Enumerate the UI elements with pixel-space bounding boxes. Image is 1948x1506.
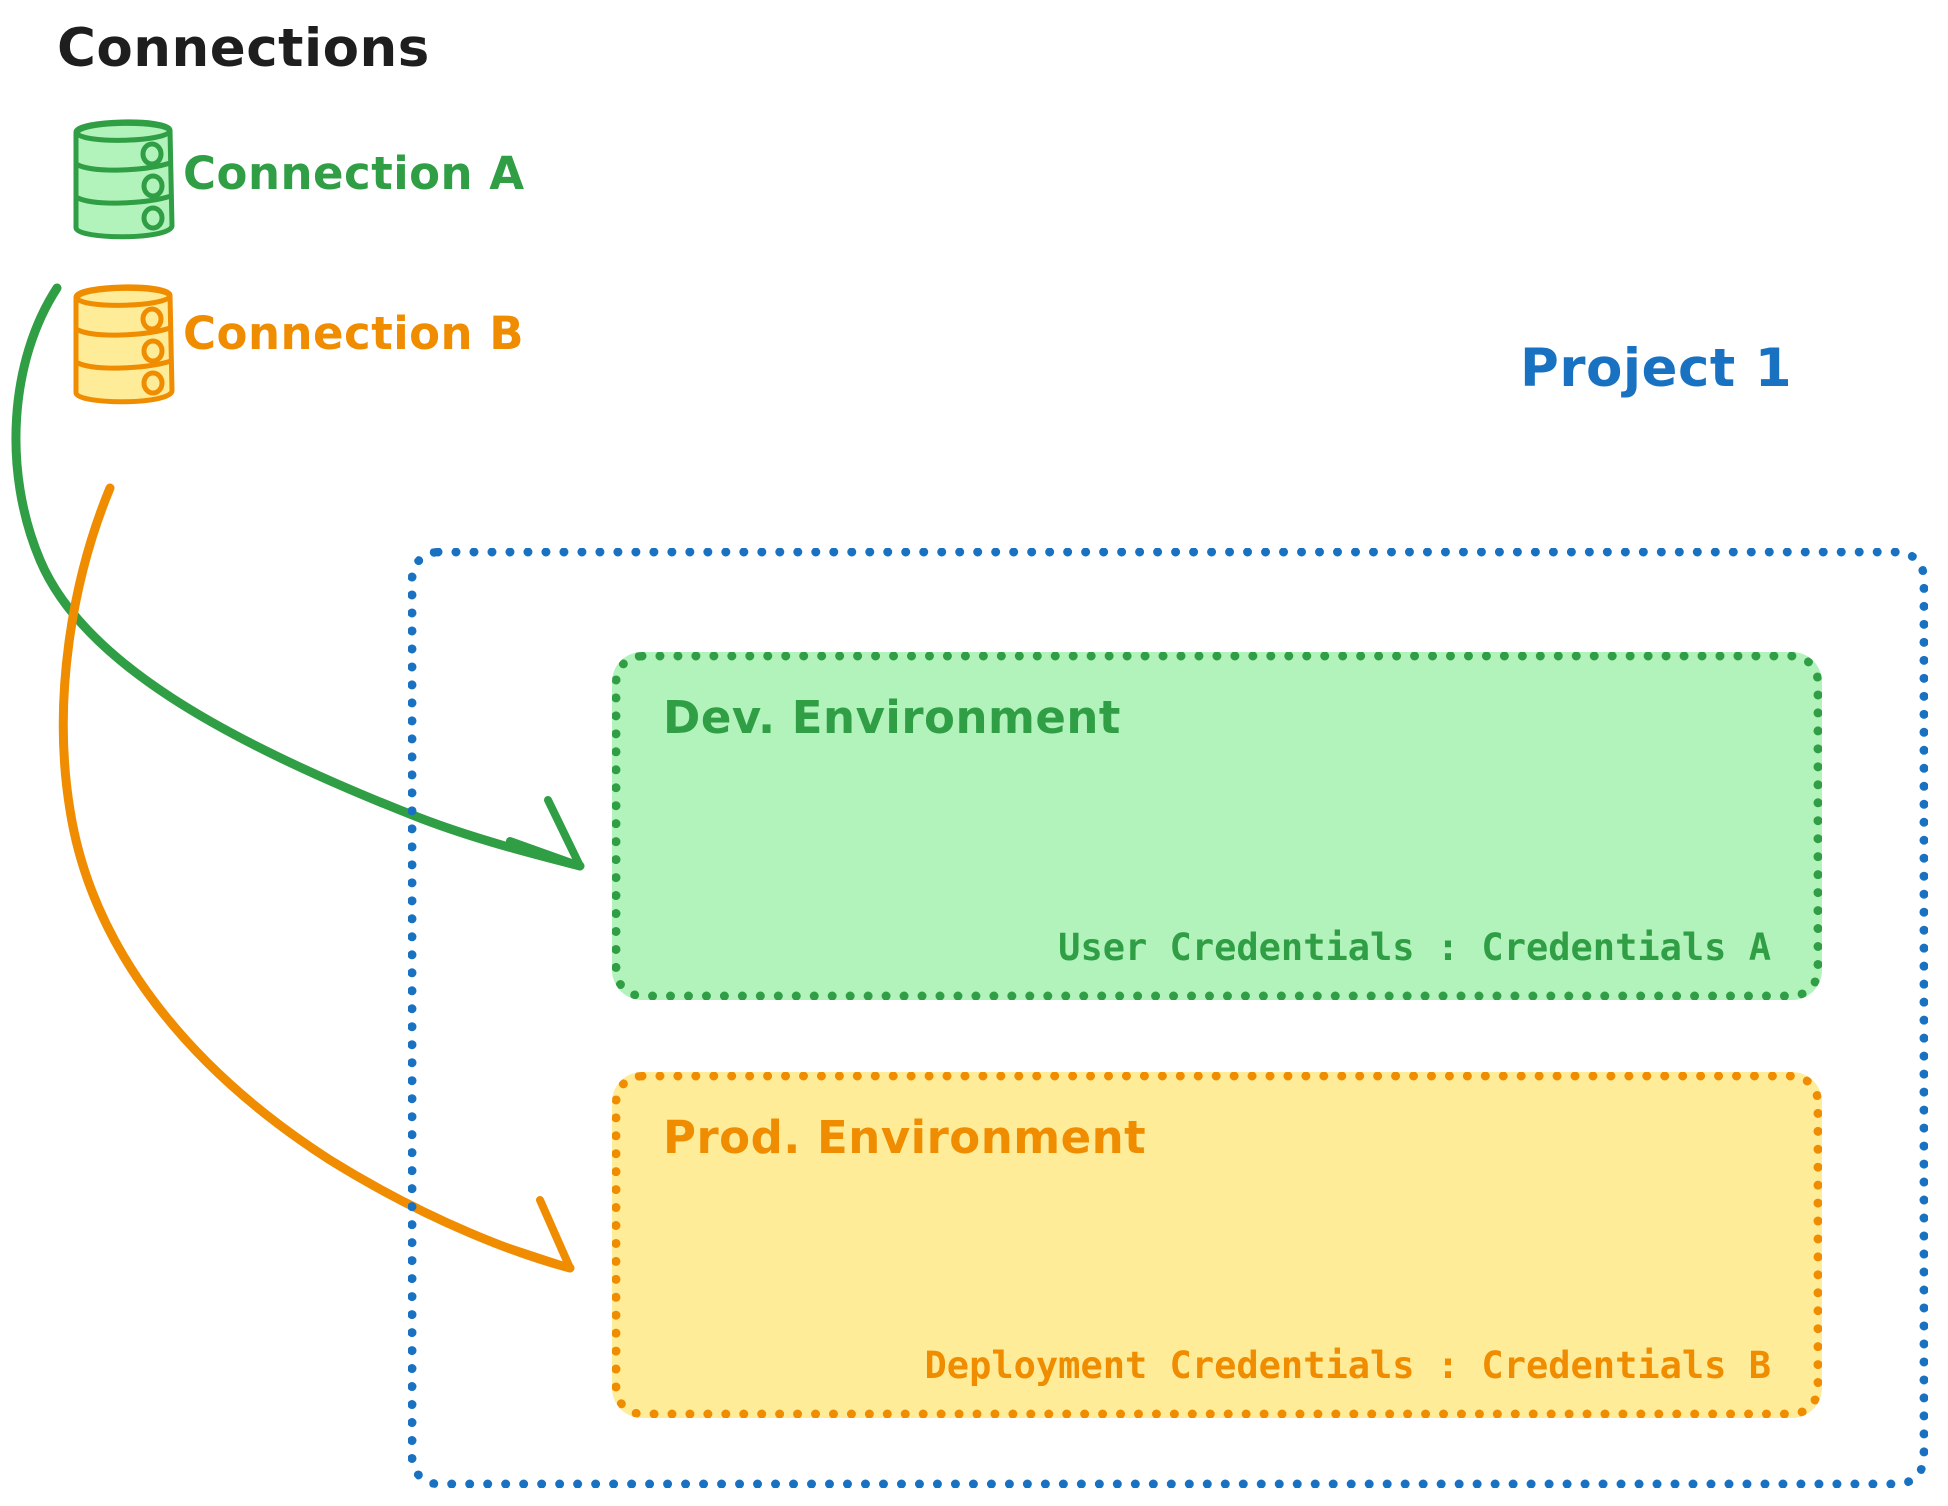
- connection-b-to-prod-arrow: [58, 483, 575, 1273]
- project-container: [408, 548, 1928, 1488]
- database-cylinder-icon[interactable]: [66, 275, 196, 410]
- connection-a-to-dev-arrow: [11, 283, 585, 871]
- prod-environment-title: Prod. Environment: [663, 1111, 1147, 1164]
- connection-a-label: Connection A: [183, 147, 525, 200]
- connections-heading: Connections: [57, 18, 430, 79]
- dev-environment-credentials: User Credentials : Credentials A: [1058, 926, 1771, 969]
- database-cylinder-icon[interactable]: [66, 110, 196, 245]
- project-title-label: Project 1: [1520, 338, 1793, 399]
- connection-b-label: Connection B: [183, 307, 525, 360]
- prod-environment-credentials: Deployment Credentials : Credentials B: [924, 1344, 1771, 1387]
- dev-environment-box[interactable]: Dev. Environment User Credentials : Cred…: [612, 652, 1822, 1000]
- dev-environment-title: Dev. Environment: [663, 691, 1121, 744]
- prod-environment-box[interactable]: Prod. Environment Deployment Credentials…: [612, 1072, 1822, 1418]
